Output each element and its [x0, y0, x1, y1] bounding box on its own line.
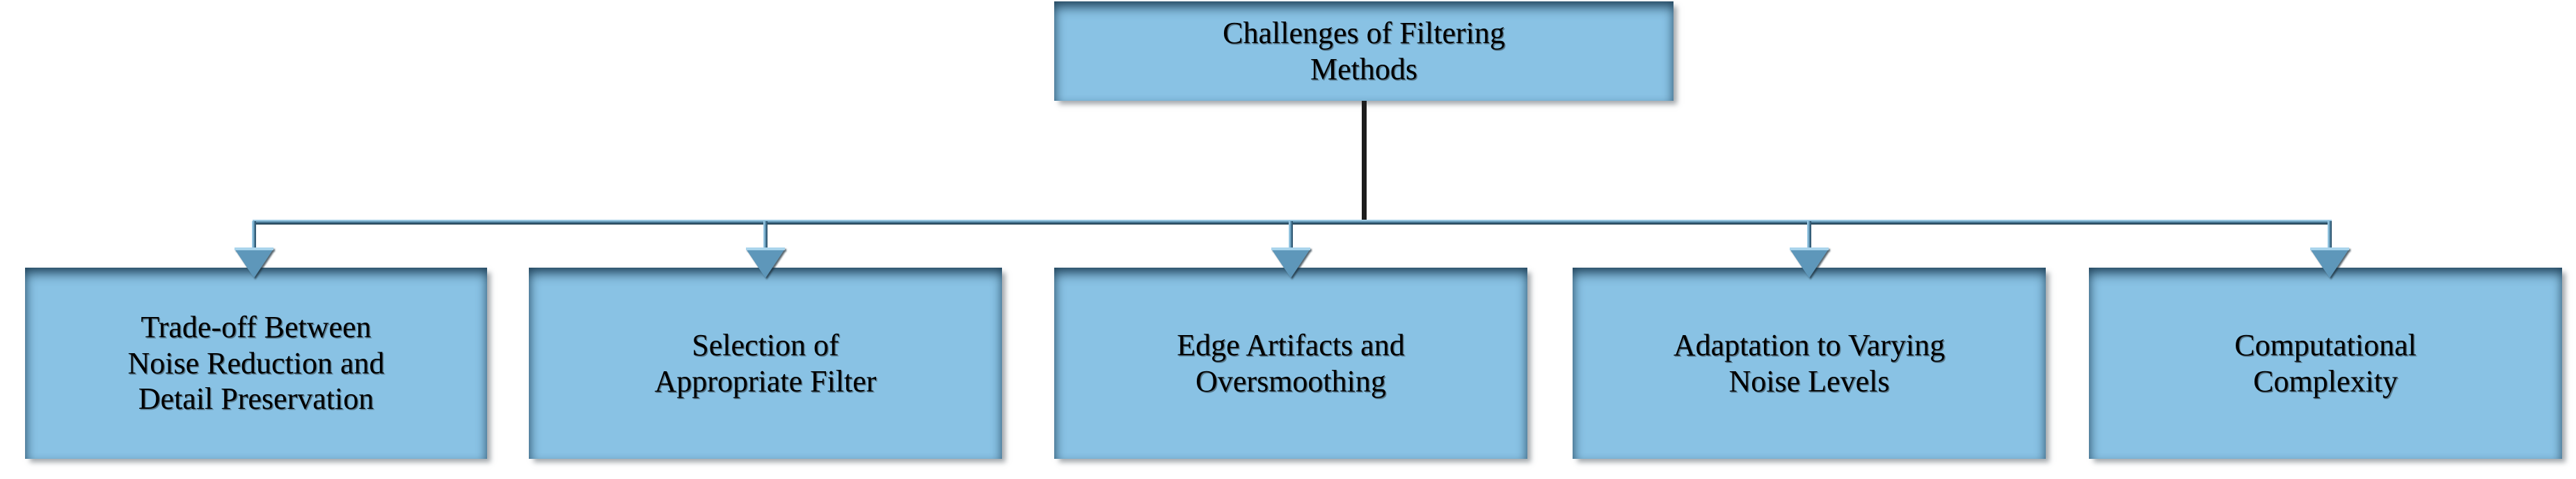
connector-drop-1 [252, 221, 256, 250]
arrowhead-1 [234, 247, 273, 278]
node-root-label: Challenges of Filtering Methods [1223, 15, 1505, 86]
node-child-trade-off-label: Trade-off Between Noise Reduction and De… [127, 309, 385, 416]
connector-drop-3 [1289, 221, 1293, 250]
node-child-trade-off[interactable]: Trade-off Between Noise Reduction and De… [25, 268, 487, 459]
connector-drop-4 [1807, 221, 1811, 250]
arrowhead-2 [746, 247, 785, 278]
arrowhead-3 [1271, 247, 1310, 278]
connector-drop-2 [763, 221, 768, 250]
node-child-selection-of-filter-label: Selection of Appropriate Filter [654, 327, 877, 398]
node-child-computational-complexity[interactable]: Computational Complexity [2089, 268, 2562, 459]
connector-drop-5 [2328, 221, 2332, 250]
node-child-selection-of-filter[interactable]: Selection of Appropriate Filter [529, 268, 1002, 459]
node-child-adaptation-noise-levels-label: Adaptation to Varying Noise Levels [1673, 327, 1946, 398]
node-child-edge-artifacts-label: Edge Artifacts and Oversmoothing [1177, 327, 1405, 398]
node-child-computational-complexity-label: Computational Complexity [2234, 327, 2417, 398]
node-child-edge-artifacts[interactable]: Edge Artifacts and Oversmoothing [1054, 268, 1527, 459]
connector-root-stem [1362, 101, 1367, 223]
node-root[interactable]: Challenges of Filtering Methods [1054, 1, 1673, 101]
node-child-adaptation-noise-levels[interactable]: Adaptation to Varying Noise Levels [1573, 268, 2046, 459]
arrowhead-5 [2310, 247, 2349, 278]
arrowhead-4 [1790, 247, 1829, 278]
